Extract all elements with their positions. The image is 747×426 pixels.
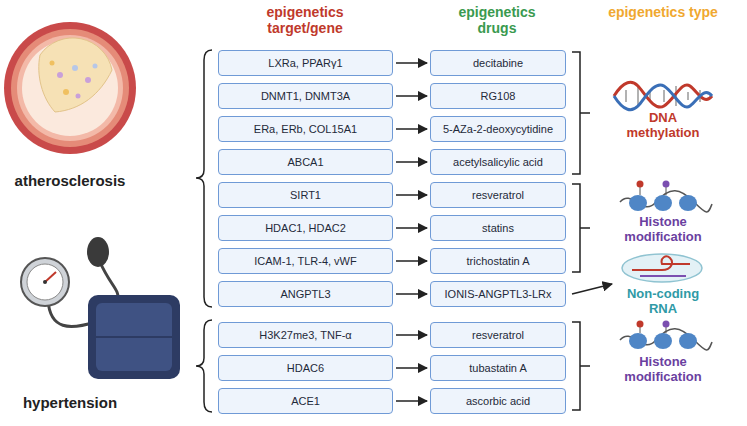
target-box: ACE1 bbox=[218, 388, 393, 414]
arrow-connector bbox=[396, 293, 427, 295]
node-text: acetylsalicylic acid bbox=[453, 156, 543, 168]
pointer-arrow bbox=[572, 284, 612, 294]
disease-label: hypertension bbox=[0, 394, 145, 411]
node-text: SIRT1 bbox=[290, 189, 321, 201]
type-label: Histone modification bbox=[615, 354, 711, 384]
rna-icon bbox=[622, 254, 702, 282]
arrow-connector bbox=[396, 128, 427, 130]
node-text: statins bbox=[482, 222, 514, 234]
type-label: Histone modification bbox=[615, 214, 711, 244]
group-bracket bbox=[572, 184, 590, 272]
dna-icon bbox=[614, 82, 712, 109]
node-text: H3K27me3, TNF-α bbox=[259, 329, 351, 341]
target-box: ERa, ERb, COL15A1 bbox=[218, 116, 393, 142]
arrow-connector bbox=[396, 227, 427, 229]
node-text: trichostatin A bbox=[467, 255, 530, 267]
target-box: H3K27me3, TNF-α bbox=[218, 322, 393, 348]
target-box: LXRa, PPARγ1 bbox=[218, 50, 393, 76]
drug-box: RG108 bbox=[430, 83, 566, 109]
node-text: resveratrol bbox=[472, 189, 524, 201]
node-text: IONIS-ANGPTL3-LRx bbox=[445, 288, 552, 300]
arrow-connector bbox=[396, 367, 427, 369]
node-text: HDAC1, HDAC2 bbox=[265, 222, 346, 234]
arrow-connector bbox=[396, 161, 427, 163]
node-text: DNMT1, DNMT3A bbox=[261, 90, 350, 102]
node-text: ICAM-1, TLR-4, vWF bbox=[254, 255, 356, 267]
drug-box: IONIS-ANGPTL3-LRx bbox=[430, 281, 566, 307]
node-text: HDAC6 bbox=[287, 362, 324, 374]
node-text: 5-AZa-2-deoxycytidine bbox=[443, 123, 553, 135]
group-bracket bbox=[572, 52, 590, 174]
node-text: ERa, ERb, COL15A1 bbox=[254, 123, 357, 135]
group-brace bbox=[196, 50, 212, 307]
node-text: LXRa, PPARγ1 bbox=[268, 57, 342, 69]
disease-label: atherosclerosis bbox=[0, 172, 145, 189]
target-box: ANGPTL3 bbox=[218, 281, 393, 307]
drug-box: 5-AZa-2-deoxycytidine bbox=[430, 116, 566, 142]
arrow-connector bbox=[396, 334, 427, 336]
target-box: ICAM-1, TLR-4, vWF bbox=[218, 248, 393, 274]
column-heading: epigenetics drugs bbox=[442, 4, 552, 36]
node-text: ABCA1 bbox=[287, 156, 323, 168]
column-heading: epigenetics target/gene bbox=[250, 4, 360, 36]
type-label: DNA methylation bbox=[617, 110, 709, 140]
node-text: resveratrol bbox=[472, 329, 524, 341]
column-heading: epigenetics type bbox=[608, 4, 718, 20]
drug-box: resveratrol bbox=[430, 322, 566, 348]
target-box: HDAC1, HDAC2 bbox=[218, 215, 393, 241]
drug-box: acetylsalicylic acid bbox=[430, 149, 566, 175]
histone-icon bbox=[620, 321, 712, 351]
drug-box: decitabine bbox=[430, 50, 566, 76]
node-text: RG108 bbox=[481, 90, 516, 102]
blood-pressure-monitor bbox=[21, 237, 180, 379]
drug-box: resveratrol bbox=[430, 182, 566, 208]
arrow-connector bbox=[396, 194, 427, 196]
histone-icon bbox=[620, 181, 712, 213]
node-text: ACE1 bbox=[291, 395, 320, 407]
node-text: ascorbic acid bbox=[466, 395, 530, 407]
arrow-connector bbox=[396, 400, 427, 402]
drug-box: trichostatin A bbox=[430, 248, 566, 274]
target-box: HDAC6 bbox=[218, 355, 393, 381]
node-text: tubastatin A bbox=[469, 362, 527, 374]
node-text: decitabine bbox=[473, 57, 523, 69]
group-bracket bbox=[572, 322, 590, 410]
target-box: SIRT1 bbox=[218, 182, 393, 208]
type-label: Non-coding RNA bbox=[617, 286, 709, 316]
arrow-connector bbox=[396, 260, 427, 262]
drug-box: tubastatin A bbox=[430, 355, 566, 381]
node-text: ANGPTL3 bbox=[280, 288, 330, 300]
artery-illustration bbox=[4, 22, 136, 154]
arrow-connector bbox=[396, 62, 427, 64]
drug-box: ascorbic acid bbox=[430, 388, 566, 414]
arrow-connector bbox=[396, 95, 427, 97]
drug-box: statins bbox=[430, 215, 566, 241]
target-box: ABCA1 bbox=[218, 149, 393, 175]
group-brace bbox=[196, 320, 212, 412]
target-box: DNMT1, DNMT3A bbox=[218, 83, 393, 109]
